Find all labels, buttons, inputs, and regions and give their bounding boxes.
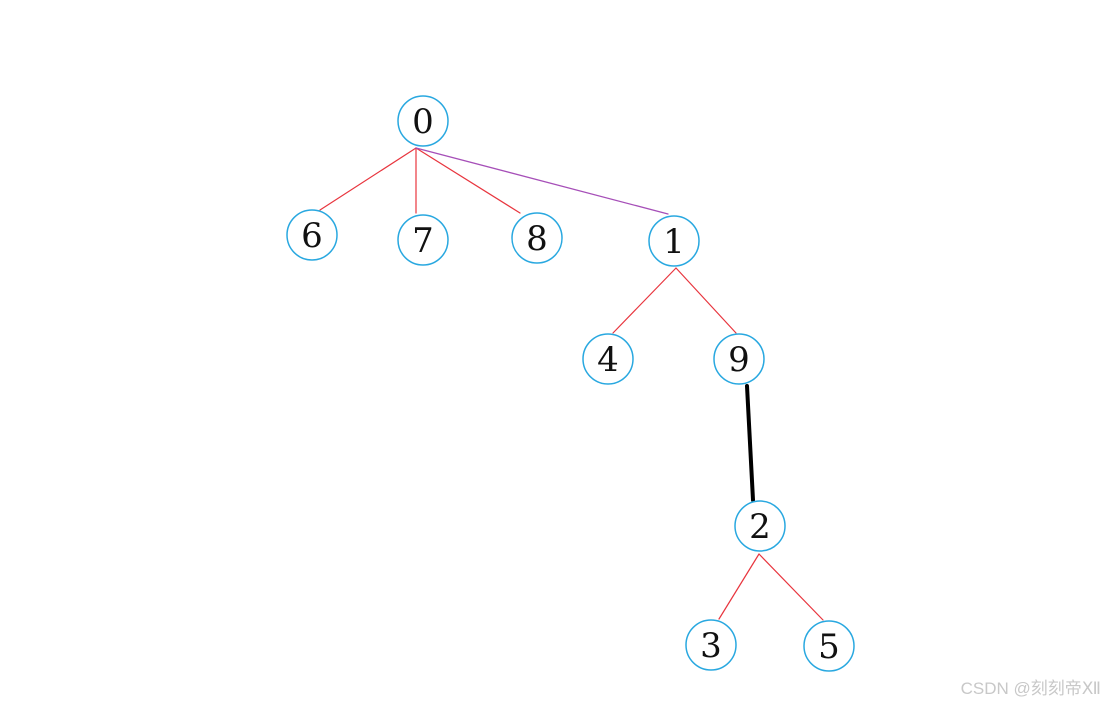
node-6: 6 <box>286 209 338 261</box>
node-circle-9 <box>713 333 765 385</box>
edge-2-5 <box>758 553 824 621</box>
node-label-3: 3 <box>700 626 722 666</box>
node-2: 2 <box>734 500 786 552</box>
node-label-5: 5 <box>818 627 840 667</box>
node-circle-5 <box>803 620 855 672</box>
edge-0-6 <box>319 147 417 211</box>
node-0: 0 <box>397 95 449 147</box>
node-label-9: 9 <box>728 340 750 380</box>
edge-2-3 <box>718 553 760 620</box>
edge-0-1 <box>415 147 669 215</box>
node-circle-2 <box>734 500 786 552</box>
edges-layer <box>319 147 824 621</box>
node-label-1: 1 <box>663 222 685 262</box>
node-8: 8 <box>511 212 563 264</box>
edge-0-8 <box>415 147 521 214</box>
node-label-6: 6 <box>301 216 323 256</box>
node-7: 7 <box>397 214 449 266</box>
node-9: 9 <box>713 333 765 385</box>
node-circle-8 <box>511 212 563 264</box>
edge-9-2 <box>745 384 755 502</box>
node-label-0: 0 <box>412 102 434 142</box>
node-circle-1 <box>648 215 700 267</box>
node-4: 4 <box>582 333 634 385</box>
node-label-2: 2 <box>749 507 771 547</box>
node-label-7: 7 <box>412 221 434 261</box>
node-circle-4 <box>582 333 634 385</box>
nodes-layer: 0 6 7 8 1 4 9 2 3 5 <box>286 95 855 672</box>
watermark: CSDN @刻刻帝Ⅻ <box>960 679 1101 698</box>
node-circle-3 <box>685 619 737 671</box>
node-circle-6 <box>286 209 338 261</box>
node-3: 3 <box>685 619 737 671</box>
node-5: 5 <box>803 620 855 672</box>
node-label-4: 4 <box>597 340 619 380</box>
edge-1-4 <box>612 267 677 334</box>
edge-1-9 <box>675 267 737 334</box>
node-circle-7 <box>397 214 449 266</box>
node-1: 1 <box>648 215 700 267</box>
node-label-8: 8 <box>526 219 548 259</box>
node-circle-0 <box>397 95 449 147</box>
